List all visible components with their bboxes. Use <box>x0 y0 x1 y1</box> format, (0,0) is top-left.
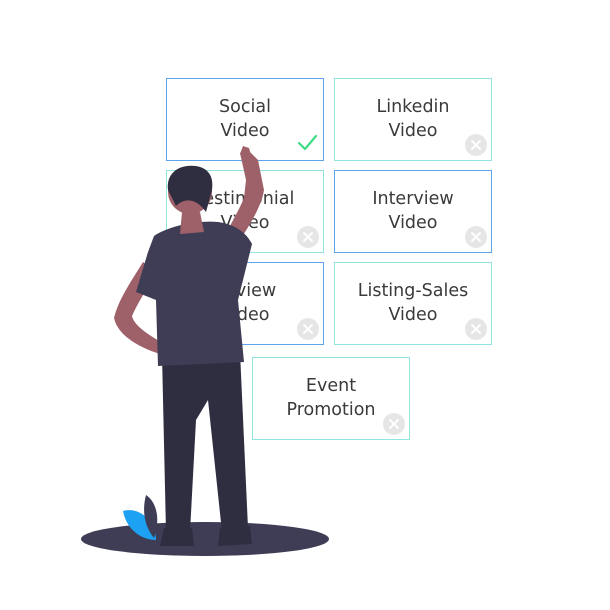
card-linkedin-video[interactable]: Linkedin Video <box>334 78 492 161</box>
card-event-promotion[interactable]: Event Promotion <box>252 357 410 440</box>
card-interview-video[interactable]: Interview Video <box>334 170 492 253</box>
ground-shadow <box>81 522 329 556</box>
close-circle-icon[interactable] <box>465 134 487 156</box>
card-social-video[interactable]: Social Video <box>166 78 324 161</box>
close-circle-icon[interactable] <box>297 226 319 248</box>
check-icon <box>296 132 318 154</box>
card-review-video[interactable]: Review Video <box>166 262 324 345</box>
shoe <box>218 526 252 546</box>
hip-arm <box>114 262 168 354</box>
leaf-icon <box>123 510 156 540</box>
card-listing-sales-video[interactable]: Listing-Sales Video <box>334 262 492 345</box>
close-circle-icon[interactable] <box>465 226 487 248</box>
card-label: Testimonial Video <box>195 188 295 233</box>
card-label: Social Video <box>219 96 271 141</box>
card-label: Review Video <box>213 280 277 325</box>
shoe <box>160 528 194 546</box>
card-label: Linkedin Video <box>376 96 450 141</box>
close-circle-icon[interactable] <box>297 318 319 340</box>
leaf-icon <box>144 495 158 538</box>
legs <box>162 352 248 532</box>
close-circle-icon[interactable] <box>465 318 487 340</box>
card-label: Event Promotion <box>286 375 376 420</box>
close-circle-icon[interactable] <box>383 413 405 435</box>
card-label: Interview Video <box>372 188 454 233</box>
card-testimonial-video[interactable]: Testimonial Video <box>166 170 324 253</box>
card-label: Listing-Sales Video <box>357 280 469 325</box>
